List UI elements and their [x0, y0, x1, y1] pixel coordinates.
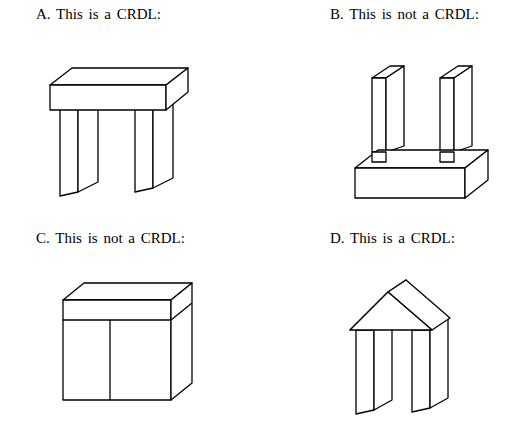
slab-top: [50, 68, 188, 85]
leg-front: [356, 330, 374, 414]
slab-edge: [63, 319, 171, 320]
block-front: [63, 300, 171, 400]
upright-foot: [372, 152, 386, 162]
slab-front: [50, 85, 166, 110]
block-figure-a: [50, 68, 188, 196]
panel-caption: C. This is not a CRDL:: [36, 230, 185, 247]
block-side: [171, 283, 192, 400]
panel-caption: D. This is a CRDL:: [330, 230, 455, 247]
upright-front: [440, 78, 454, 152]
roof-front-gable: [350, 292, 432, 330]
base-side: [465, 150, 488, 198]
panel-caption: B. This is not a CRDL:: [330, 6, 479, 23]
block-figure-b: [355, 66, 488, 198]
leg-side: [374, 318, 392, 410]
panel-caption: A. This is a CRDL:: [36, 6, 161, 23]
block-joint: [109, 320, 110, 400]
upright-side: [386, 66, 404, 152]
upright-foot: [440, 152, 454, 162]
slab-edge: [171, 303, 192, 320]
block-figure-c: [63, 283, 192, 400]
leg-side: [430, 318, 448, 408]
leg-front: [412, 330, 430, 412]
block-figure-d: [350, 280, 450, 414]
leg-front: [135, 108, 153, 192]
upright-front: [372, 78, 386, 152]
slab-top: [63, 283, 192, 300]
upright-side: [454, 66, 472, 152]
leg-front: [60, 108, 78, 196]
slab-side: [166, 68, 188, 110]
base-front: [355, 168, 465, 198]
